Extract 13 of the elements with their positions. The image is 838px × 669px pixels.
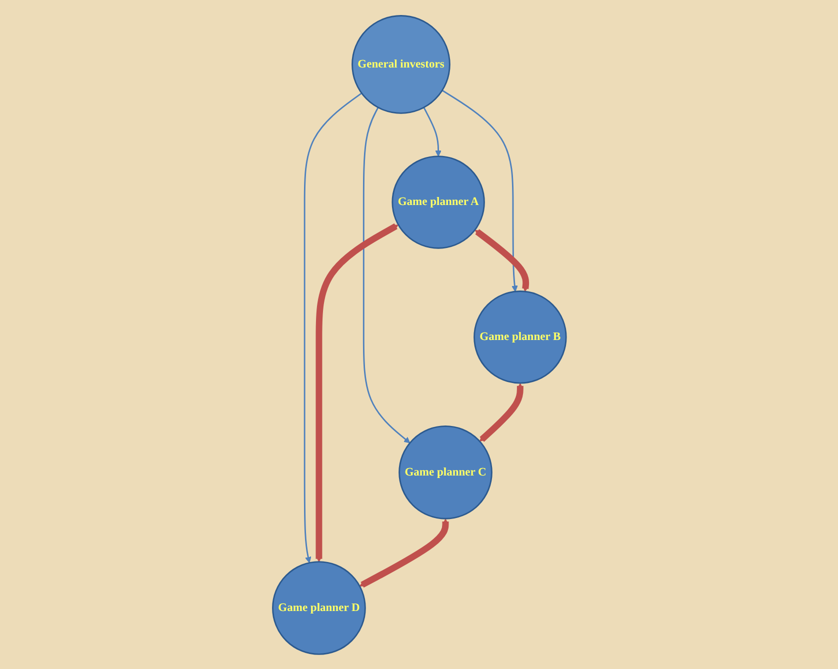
arrow bbox=[362, 106, 410, 443]
node-circle: Game planner C bbox=[398, 425, 492, 519]
node-circle: Game planner A bbox=[391, 155, 485, 248]
arrow bbox=[441, 89, 518, 292]
arrow bbox=[303, 92, 362, 563]
arrow bbox=[359, 518, 448, 588]
arrow bbox=[422, 106, 442, 156]
arrow bbox=[479, 382, 523, 442]
node-circle: Game planner B bbox=[473, 290, 566, 384]
arrow bbox=[474, 228, 529, 292]
arrow bbox=[315, 222, 398, 562]
node-circle: Game planner D bbox=[272, 560, 366, 654]
node-circle: General investors bbox=[351, 14, 450, 114]
